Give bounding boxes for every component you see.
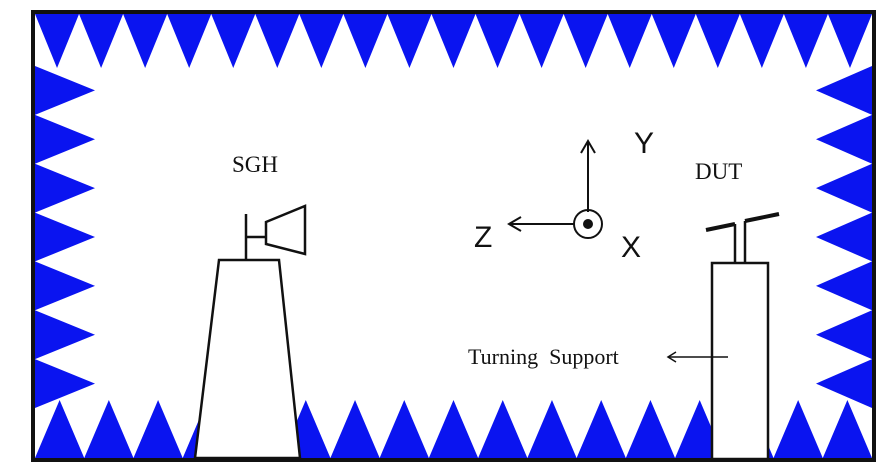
x-axis-label: X	[621, 231, 641, 264]
absorber-cone	[123, 14, 168, 68]
absorber-cone	[607, 14, 652, 68]
absorber-cone	[84, 400, 134, 458]
sgh-label: SGH	[232, 152, 278, 177]
absorber-cone	[816, 66, 872, 115]
absorber-cone	[827, 14, 872, 68]
y-axis-label: Y	[634, 127, 654, 160]
absorber-cone	[35, 114, 95, 164]
absorber-cone	[211, 14, 256, 68]
absorber-cone	[379, 400, 429, 458]
absorber-cone	[35, 261, 95, 311]
absorber-cone	[167, 14, 212, 68]
absorber-cone	[822, 400, 872, 458]
absorber-cone	[816, 261, 872, 311]
absorber-cone	[783, 14, 828, 68]
x-axis-out-of-page	[573, 209, 603, 239]
sgh-antenna	[193, 204, 307, 460]
absorber-cone	[35, 66, 95, 115]
chamber-wall	[31, 10, 876, 462]
absorber-cone	[255, 14, 300, 68]
absorber-cone	[35, 163, 95, 213]
absorber-cone	[35, 310, 95, 360]
absorbers-top	[35, 14, 872, 68]
absorber-cone	[527, 400, 577, 458]
coordinate-axes	[507, 139, 603, 239]
absorbers-right	[816, 66, 872, 408]
absorbers-left	[35, 66, 95, 408]
dut-label: DUT	[695, 159, 742, 184]
turning-support-arrow	[666, 351, 728, 363]
z-axis-label: Z	[474, 221, 492, 254]
dut-bar-left	[705, 222, 736, 232]
absorber-cone	[79, 14, 124, 68]
absorber-cone	[773, 400, 823, 458]
absorber-cone	[816, 310, 872, 360]
turning-support-label: Turning Support	[468, 344, 619, 369]
absorber-cone	[428, 400, 479, 458]
absorber-cone	[330, 400, 380, 458]
absorber-cone	[387, 14, 432, 68]
absorber-cone	[343, 14, 388, 68]
absorber-cone	[651, 14, 696, 68]
absorber-cone	[475, 14, 520, 68]
absorber-cone	[299, 14, 344, 68]
absorber-cone	[816, 114, 872, 164]
absorber-cone	[625, 400, 676, 458]
absorber-cone	[478, 400, 528, 458]
absorber-cone	[739, 14, 784, 68]
absorber-cone	[35, 14, 80, 68]
dut-assembly	[705, 212, 780, 461]
absorber-cone	[519, 14, 564, 68]
absorber-cone	[816, 359, 872, 408]
sgh-tower	[193, 258, 302, 460]
absorber-cone	[576, 400, 626, 458]
absorber-cone	[431, 14, 476, 68]
absorber-cone	[816, 212, 872, 262]
absorber-cone	[35, 212, 95, 262]
absorber-cone	[816, 163, 872, 213]
sgh-horn	[264, 204, 307, 256]
absorber-cone	[563, 14, 608, 68]
absorber-cone	[35, 359, 95, 408]
absorber-cone	[133, 400, 183, 458]
absorber-cone	[35, 400, 85, 458]
absorber-cone	[695, 14, 740, 68]
dut-bar-right	[744, 212, 780, 223]
turning-support-column	[710, 261, 770, 461]
